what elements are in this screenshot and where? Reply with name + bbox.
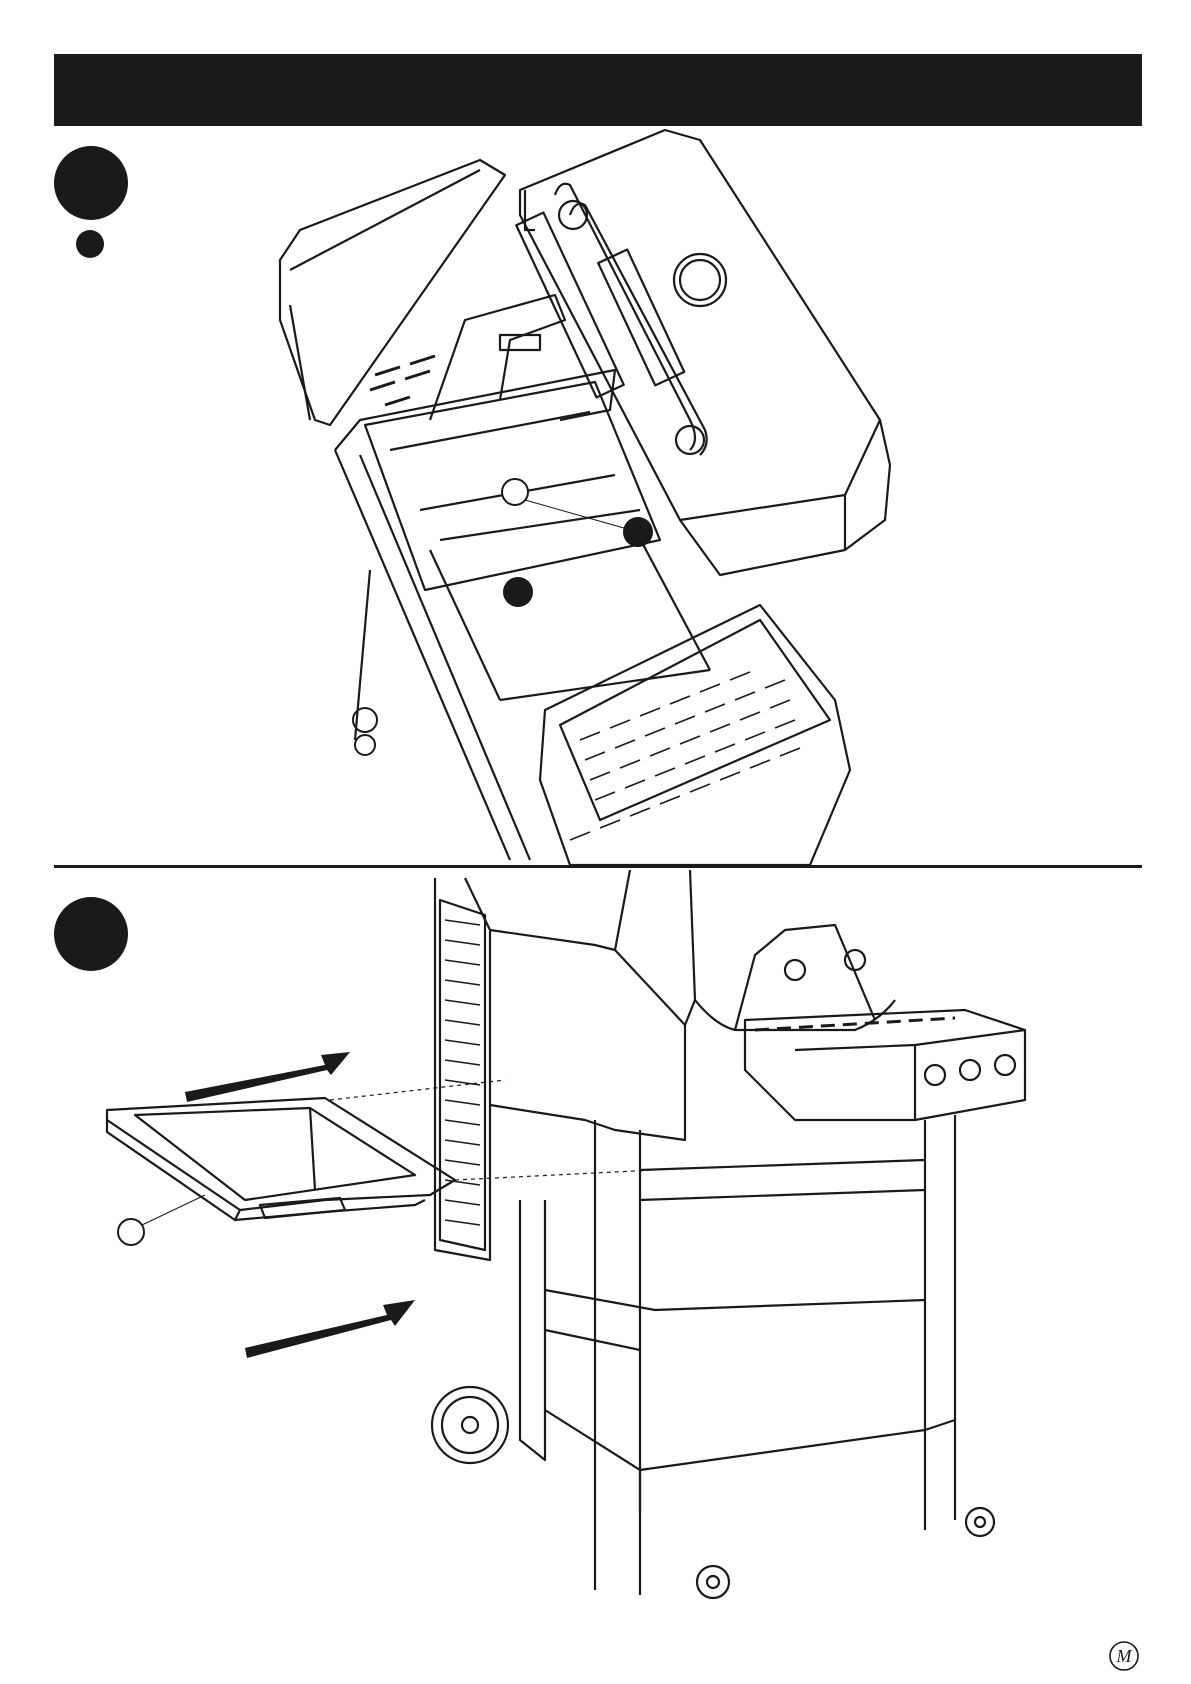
brand-logo-icon: M [1108, 1640, 1140, 1672]
step-sub-marker [76, 230, 104, 258]
grill-side-view-illustration [95, 870, 1125, 1630]
section-divider [54, 865, 1142, 868]
page-header-bar [54, 54, 1142, 126]
arrow-icon-lower [245, 1300, 415, 1358]
svg-text:M: M [1116, 1646, 1133, 1666]
arrow-icon-upper [185, 1052, 350, 1102]
step-marker-1 [54, 146, 128, 220]
grill-open-hood-illustration [270, 120, 950, 865]
callout-dot-2 [503, 577, 533, 607]
